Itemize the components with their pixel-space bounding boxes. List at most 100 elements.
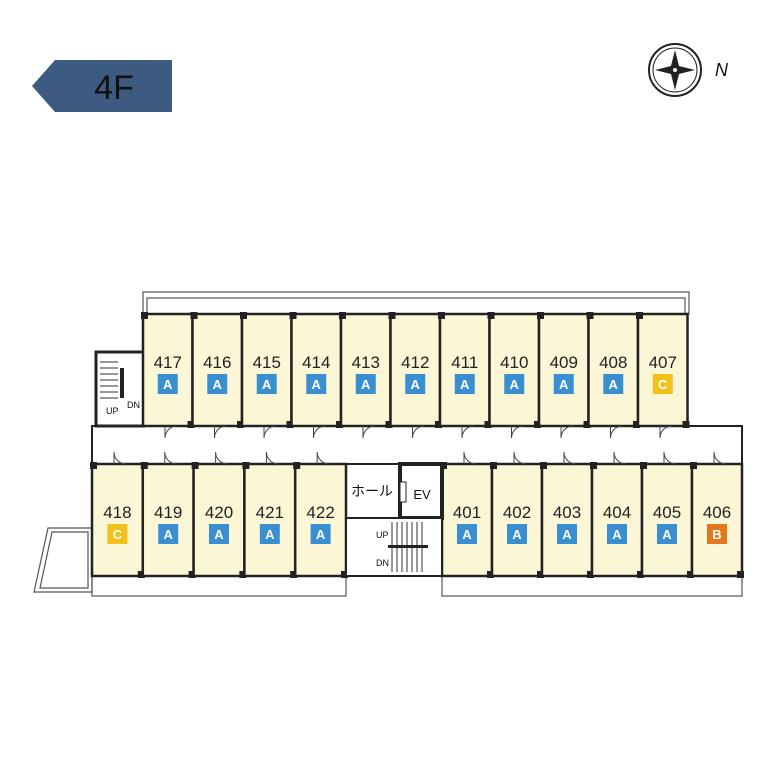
room-pier [590, 462, 597, 469]
left-stairs-treads [100, 361, 118, 399]
room-pier [540, 462, 547, 469]
room-number: 414 [302, 353, 330, 372]
room-outline [490, 462, 544, 578]
room-type-label: A [662, 527, 672, 542]
door-icon [659, 425, 673, 439]
floor-banner [32, 60, 172, 112]
room-type-label: A [609, 377, 619, 392]
room-pier [388, 312, 396, 319]
room-pier [537, 571, 544, 578]
room-type-badge [259, 524, 280, 544]
room-type-label: A [213, 377, 223, 392]
elevator-door-icon [399, 481, 407, 503]
room-type-badge [158, 524, 179, 544]
room-pier [90, 462, 97, 469]
room-pier [286, 421, 294, 428]
room-number: 415 [253, 353, 281, 372]
room-number: 412 [401, 353, 429, 372]
center-stairs-rail [388, 545, 428, 548]
door-icon [461, 425, 475, 439]
room-pier [435, 421, 442, 428]
door-icon [663, 451, 677, 465]
door-icon [214, 425, 227, 439]
room-outline [636, 312, 689, 428]
room-type-label: A [164, 527, 174, 542]
room-pier [487, 312, 495, 319]
room-number: 401 [453, 503, 481, 522]
room-type-badge [553, 374, 574, 394]
room-type-badge [107, 524, 128, 544]
room-type-label: C [658, 377, 668, 392]
room-number: 407 [649, 353, 677, 372]
compass-ring-inner [652, 47, 698, 93]
room-pier [640, 462, 647, 469]
room-outline [587, 312, 640, 428]
room-number: 416 [203, 353, 231, 372]
door-icon [265, 451, 279, 465]
door-icon [263, 425, 277, 439]
left-stairs-down-label: DN [127, 400, 140, 410]
room-pier [690, 462, 697, 469]
room-outline [293, 462, 348, 578]
room-pier [484, 421, 492, 428]
door-icon [164, 451, 177, 465]
room-type-badge [355, 374, 376, 394]
room-pier [191, 462, 199, 469]
room-type-label: A [316, 527, 326, 542]
door-icon [316, 451, 330, 465]
center-stairs: UP DN [345, 517, 443, 577]
room-pier [687, 571, 694, 578]
left-terrace [33, 527, 93, 593]
room-pier [289, 312, 297, 319]
room-number: 410 [500, 353, 528, 372]
room-type-badge [652, 374, 673, 394]
room-type-badge [454, 374, 475, 394]
room-outline [141, 312, 194, 428]
rooms-layer: 417A416A415A414A413A412A411A410A409A408A… [90, 312, 744, 578]
room-outline [540, 462, 594, 578]
room-type-label: A [462, 527, 472, 542]
room-type-label: A [312, 377, 322, 392]
room-number: 419 [154, 503, 182, 522]
bottom-left-balcony [91, 575, 347, 597]
bottom-right-balcony [441, 575, 743, 597]
room-pier [140, 462, 148, 469]
left-stairs-up-label: UP [106, 406, 119, 416]
room-type-badge [657, 524, 677, 544]
room-pier [188, 571, 196, 578]
room-number: 405 [653, 503, 681, 522]
door-icon [313, 425, 326, 439]
room-type-badge [457, 524, 477, 544]
room-type-badge [557, 524, 577, 544]
room-number: 411 [451, 353, 478, 372]
room-outline [438, 312, 491, 428]
room-type-label: A [460, 377, 470, 392]
room-pier [438, 312, 445, 319]
room-pier [385, 421, 393, 428]
room-pier [637, 571, 644, 578]
room-outline [141, 462, 195, 578]
room-pier [141, 312, 148, 319]
